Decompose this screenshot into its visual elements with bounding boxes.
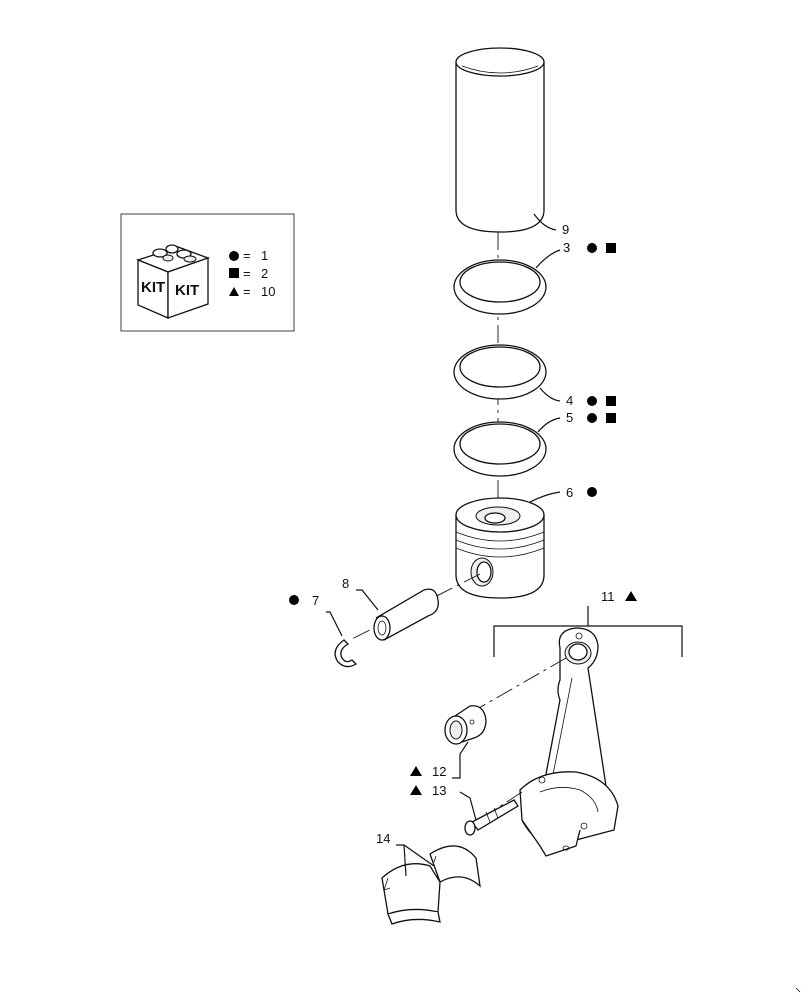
circle-symbol-icon bbox=[289, 595, 299, 605]
legend-equals-1: = bbox=[243, 248, 251, 263]
square-symbol-icon bbox=[229, 268, 239, 278]
piston-ring-4 bbox=[453, 344, 547, 400]
leader-4 bbox=[539, 387, 561, 402]
callout-8: 8 bbox=[342, 576, 349, 591]
circle-symbol-icon bbox=[587, 243, 597, 253]
triangle-symbol-icon bbox=[410, 785, 422, 795]
callout-14: 14 bbox=[376, 831, 390, 846]
leader-8 bbox=[356, 589, 379, 611]
conrod-bracket bbox=[493, 606, 683, 657]
callout-4: 4 bbox=[566, 393, 573, 408]
circle-symbol-icon bbox=[587, 487, 597, 497]
conrod-bolt bbox=[464, 799, 519, 836]
legend-value-3: 10 bbox=[261, 284, 275, 299]
callout-6: 6 bbox=[566, 485, 573, 500]
leader-7 bbox=[326, 611, 343, 637]
leader-12 bbox=[452, 741, 469, 779]
circle-symbol-icon bbox=[229, 251, 239, 261]
triangle-symbol-icon bbox=[229, 287, 239, 296]
leader-5 bbox=[537, 417, 561, 433]
callout-3: 3 bbox=[563, 240, 570, 255]
kit-label-right: KIT bbox=[175, 282, 199, 299]
kit-box-icon: KIT KIT bbox=[136, 244, 210, 319]
square-symbol-icon bbox=[606, 396, 616, 406]
leader-9 bbox=[533, 213, 557, 231]
callout-7: 7 bbox=[312, 593, 319, 608]
corner-mark bbox=[795, 987, 801, 993]
kit-legend-frame bbox=[120, 213, 295, 332]
callout-12: 12 bbox=[432, 764, 446, 779]
square-symbol-icon bbox=[606, 243, 616, 253]
leader-13 bbox=[459, 791, 477, 821]
leader-14a bbox=[396, 844, 435, 867]
piston-ring-5 bbox=[453, 421, 547, 477]
legend-value-1: 1 bbox=[261, 248, 268, 263]
conrod-bearing-shells bbox=[381, 845, 481, 925]
kit-legend: KIT KIT = 1 = 2 = 10 bbox=[120, 213, 295, 332]
callout-13: 13 bbox=[432, 783, 446, 798]
leader-3 bbox=[535, 249, 561, 269]
circle-symbol-icon bbox=[587, 396, 597, 406]
leader-6 bbox=[529, 491, 561, 503]
legend-equals-3: = bbox=[243, 284, 251, 299]
legend-value-2: 2 bbox=[261, 266, 268, 281]
callout-5: 5 bbox=[566, 410, 573, 425]
kit-label-left: KIT bbox=[141, 279, 165, 296]
cylinder-liner bbox=[455, 47, 545, 233]
piston-ring-3 bbox=[453, 259, 547, 315]
triangle-symbol-icon bbox=[410, 766, 422, 776]
leader-14b bbox=[403, 844, 407, 877]
piston bbox=[455, 497, 545, 599]
circlip bbox=[334, 639, 358, 668]
connecting-rod bbox=[519, 627, 619, 857]
triangle-symbol-icon bbox=[625, 591, 637, 601]
callout-9: 9 bbox=[562, 222, 569, 237]
circle-symbol-icon bbox=[587, 413, 597, 423]
square-symbol-icon bbox=[606, 413, 616, 423]
small-end-bushing bbox=[444, 705, 487, 745]
callout-11: 11 bbox=[601, 589, 615, 604]
legend-equals-2: = bbox=[243, 266, 251, 281]
piston-pin bbox=[373, 588, 439, 641]
